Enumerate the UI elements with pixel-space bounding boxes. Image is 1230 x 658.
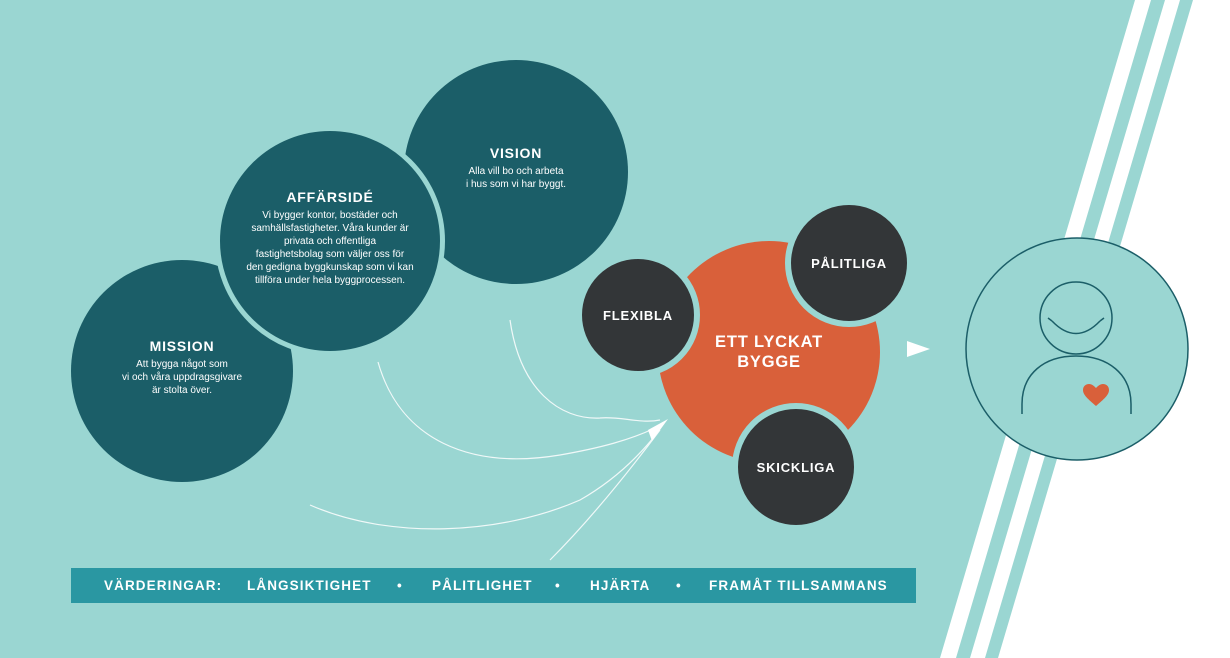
affarside-text-line: fastighetsbolag som väljer oss för — [255, 249, 405, 260]
center-title-line: BYGGE — [737, 353, 801, 371]
mission-text-line: vi och våra uppdragsgivare — [121, 372, 243, 383]
affarside-text-line: Vi bygger kontor, bostäder och — [262, 210, 398, 221]
skickliga-label: SKICKLIGA — [756, 459, 836, 475]
vision-text-line: Alla vill bo och arbeta — [468, 166, 564, 177]
mission-text: Att bygga något som vi och våra uppdrags… — [71, 358, 293, 397]
affarside-text-line: samhällsfastigheter. Våra kunder är — [251, 223, 409, 234]
mission-text-line: är stolta över. — [151, 385, 213, 396]
value-item: LÅNGSIKTIGHET — [247, 578, 372, 593]
mission-title: MISSION — [149, 338, 215, 354]
vision-text: Alla vill bo och arbeta i hus som vi har… — [404, 165, 628, 191]
values-label: VÄRDERINGAR: — [104, 578, 223, 593]
separator-dot: • — [397, 578, 403, 593]
value-item: PÅLITLIGHET — [432, 578, 533, 593]
separator-dot: • — [676, 578, 682, 593]
separator-dot: • — [555, 578, 561, 593]
value-item: FRAMÅT TILLSAMMANS — [709, 578, 888, 593]
flexibla-label: FLEXIBLA — [603, 307, 673, 323]
vision-title: VISION — [489, 145, 543, 161]
affarside-text-line: privata och offentliga — [283, 236, 377, 247]
values-bar: VÄRDERINGAR: LÅNGSIKTIGHET • PÅLITLIGHET… — [71, 568, 916, 603]
flexibla-circle: FLEXIBLA — [576, 253, 700, 377]
affarside-text: Vi bygger kontor, bostäder och samhällsf… — [220, 209, 440, 287]
skickliga-circle: SKICKLIGA — [732, 403, 860, 531]
palitliga-circle: PÅLITLIGA — [785, 199, 913, 327]
vision-text-line: i hus som vi har byggt. — [465, 179, 567, 190]
affarside-text-line: den gedigna byggkunskap som vi kan — [246, 262, 414, 273]
affarside-circle: AFFÄRSIDÉ Vi bygger kontor, bostäder och… — [215, 126, 445, 356]
affarside-text-line: tillföra under hela byggprocessen. — [254, 275, 406, 286]
palitliga-label: PÅLITLIGA — [811, 255, 887, 271]
center-title-line: ETT LYCKAT — [715, 333, 823, 351]
mission-text-line: Att bygga något som — [136, 359, 228, 370]
affarside-title: AFFÄRSIDÉ — [286, 189, 374, 205]
value-item: HJÄRTA — [590, 578, 651, 593]
center-title: ETT LYCKAT BYGGE — [694, 332, 844, 372]
